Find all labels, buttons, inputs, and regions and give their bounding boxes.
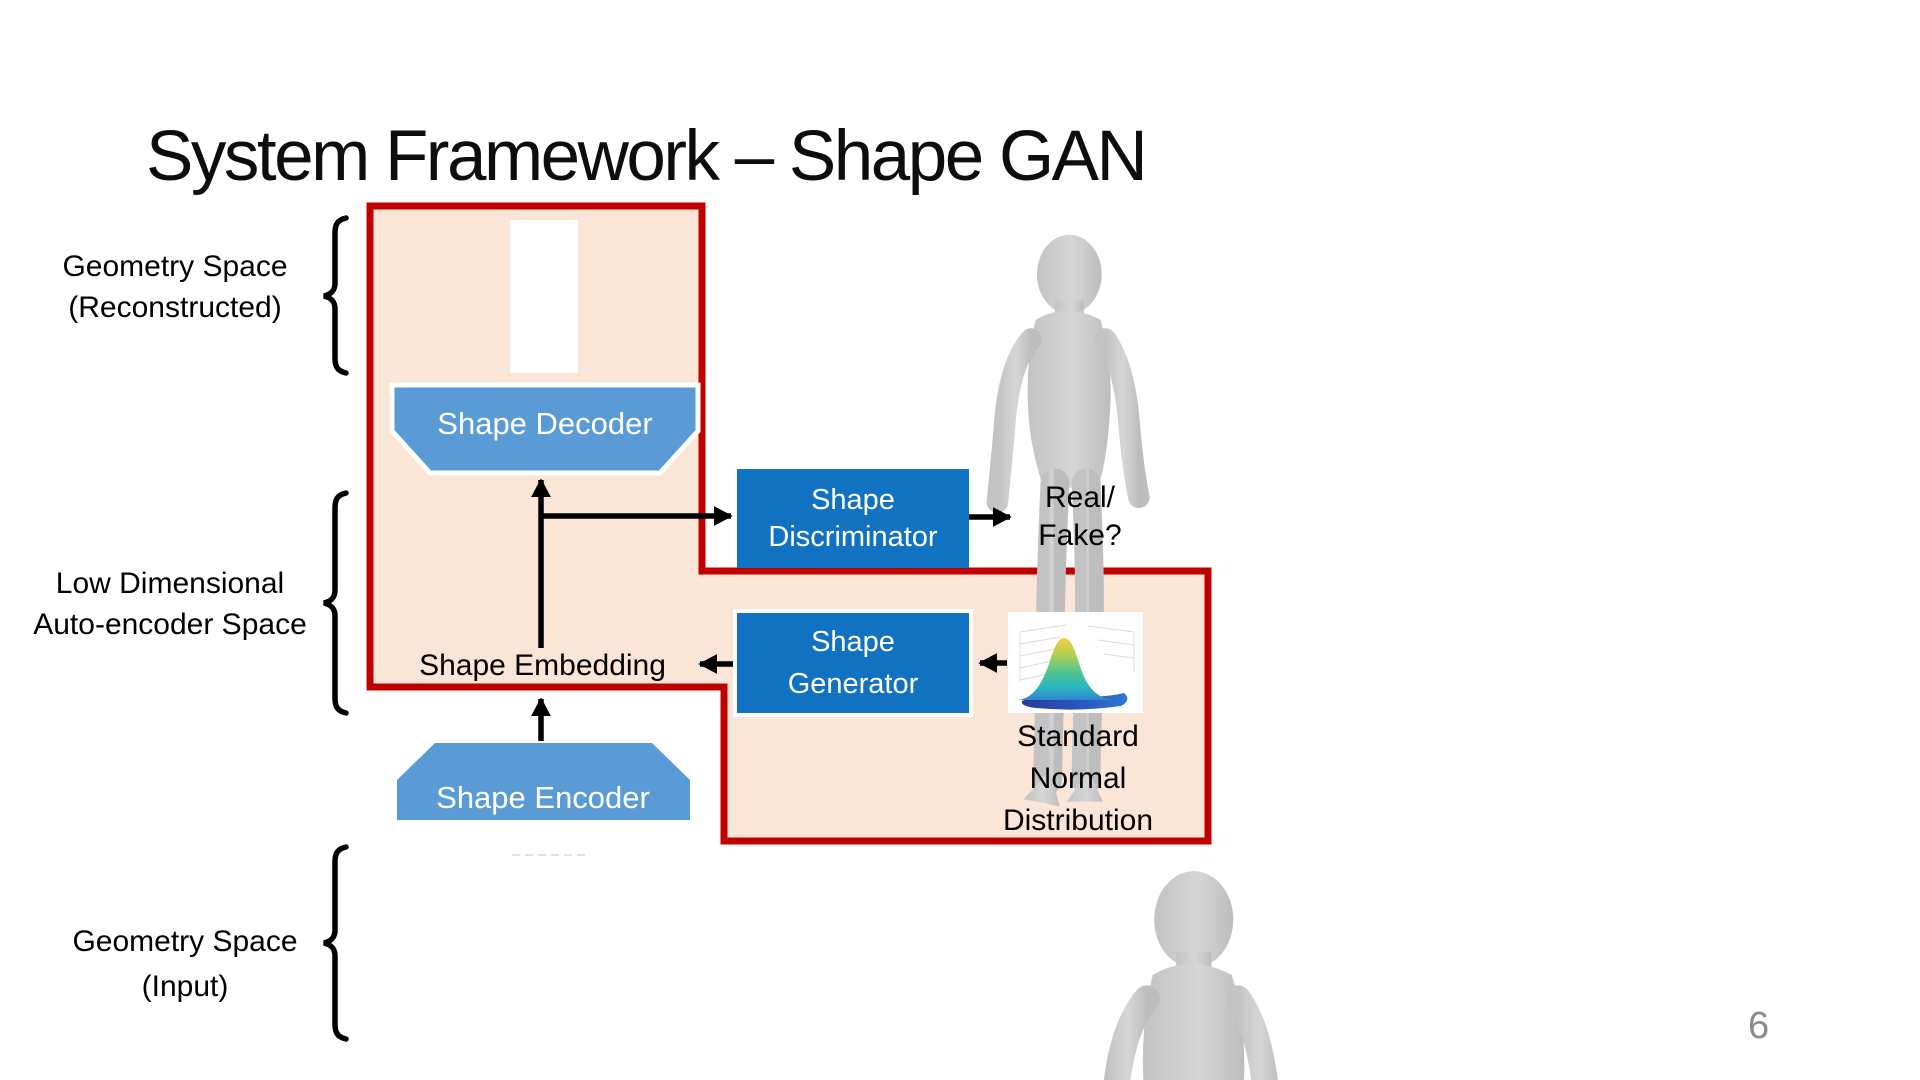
label-geometry-input-line1: Geometry Space (72, 925, 298, 958)
label-low-dimensional-line1: Low Dimensional (55, 567, 285, 600)
shape-discriminator-label-line2: Discriminator (768, 520, 938, 553)
standard-normal-line3: Distribution (1002, 804, 1154, 837)
brace-geometry-input (323, 844, 349, 1042)
label-low-dimensional-line2: Auto-encoder Space (33, 608, 307, 641)
label-geometry-input: Geometry Space (Input) (30, 919, 340, 1009)
shape-encoder-shape (397, 743, 690, 820)
page-number: 6 (1748, 1005, 1770, 1047)
shape-discriminator-label-line1: Shape (811, 483, 895, 516)
real-fake-line1: Real/ (1044, 481, 1116, 514)
real-fake-label: Real/ Fake? (1000, 479, 1160, 555)
shape-generator-label-line1: Shape (811, 626, 895, 658)
standard-normal-line1: Standard (1017, 720, 1139, 753)
brace-low-dimensional (323, 490, 349, 716)
shape-generator-box: Shape Generator (733, 609, 973, 717)
gaussian-distribution-image (1008, 612, 1143, 713)
shape-embedding-label: Shape Embedding (419, 649, 666, 682)
shape-generator-label-line2: Generator (787, 668, 919, 700)
human-figure-icon (1106, 871, 1279, 1080)
label-geometry-reconstructed-line2: (Reconstructed) (68, 291, 282, 324)
brace-geometry-reconstructed (323, 215, 349, 376)
shape-gan-region-outline (366, 202, 1212, 845)
shape-decoder-shape (389, 382, 701, 476)
standard-normal-line2: Normal (1029, 762, 1127, 795)
label-geometry-reconstructed-line1: Geometry Space (62, 250, 288, 283)
reconstructed-body-image (510, 220, 1139, 806)
shape-encoder-label: Shape Encoder (436, 780, 650, 815)
input-body-image (512, 854, 1279, 1080)
slide-title: System Framework – Shape GAN (146, 117, 1148, 196)
standard-normal-label: Standard Normal Distribution (958, 716, 1198, 842)
label-geometry-input-line2: (Input) (141, 970, 229, 1003)
shape-decoder-label: Shape Decoder (437, 406, 653, 441)
label-low-dimensional: Low Dimensional Auto-encoder Space (10, 563, 330, 645)
shape-discriminator-box: Shape Discriminator (737, 469, 969, 568)
label-geometry-reconstructed: Geometry Space (Reconstructed) (20, 246, 330, 328)
real-fake-line2: Fake? (1038, 519, 1122, 552)
